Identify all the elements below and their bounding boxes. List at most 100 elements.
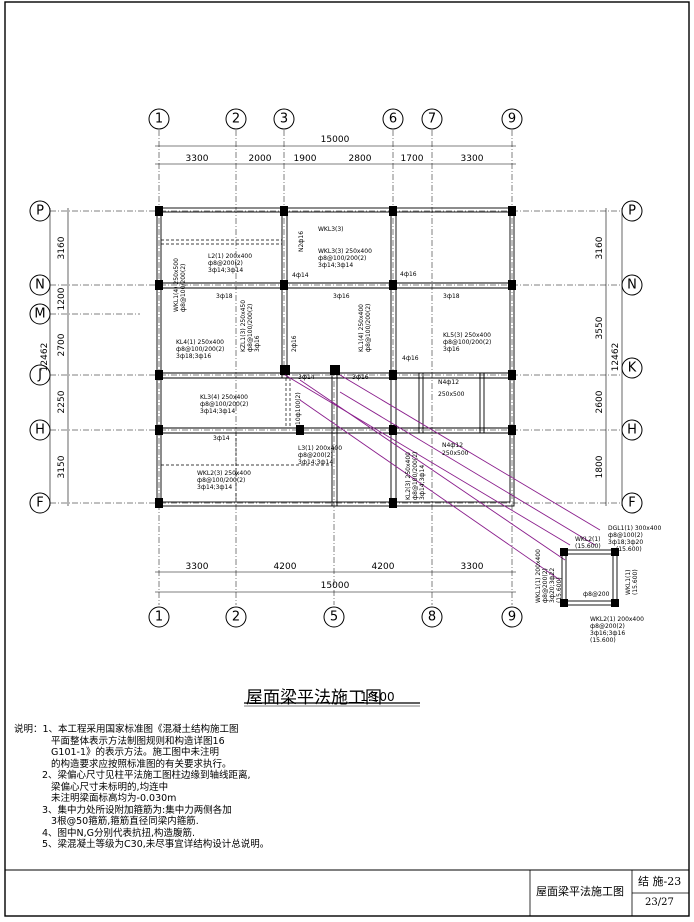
dim-bottom-seg: 3300: [461, 562, 484, 572]
note-line: 说明：1、本工程采用国家标准图《混凝土结构施工图: [14, 724, 239, 735]
dim-left-total: 12462: [40, 343, 50, 372]
drawing-scale: 1:100: [360, 690, 395, 704]
detail-label: WKL1(1) 200x400: [535, 549, 542, 603]
beam-label: 10ф100(2): [295, 392, 302, 425]
beam-label: N2ф16: [298, 231, 305, 252]
detail-label: WKL2(1) 200x400: [590, 616, 644, 623]
beam-label: 3ф14: [213, 435, 230, 442]
beam-label: 3ф14;3ф14: [318, 262, 353, 269]
detail-label: ф8@200(2): [542, 568, 549, 603]
beam-label: 3ф18: [216, 293, 233, 300]
beam-label: 4ф16: [400, 271, 417, 278]
beam-label: 3ф16: [254, 335, 261, 352]
axis-markers-right: P N K H F: [621, 200, 643, 514]
axis-left-N: N: [35, 278, 45, 293]
beam-label: 3ф14;3ф14: [197, 484, 232, 491]
note-line: 5、梁混凝土等级为C30,未尽事宜详结构设计总说明。: [42, 839, 270, 850]
beam-label: 3ф14: [298, 374, 315, 381]
beam-label: 3ф16: [352, 374, 369, 381]
beam-label: WKL2(3) 250x400: [197, 470, 251, 477]
axis-right-P: P: [628, 204, 636, 219]
axis-top-6: 9: [508, 112, 516, 127]
detail-label: (15.600): [575, 543, 601, 550]
dim-top-total: 15000: [321, 135, 350, 145]
dim-right-seg: 3550: [595, 316, 605, 339]
axis-bottom-4: 8: [428, 610, 436, 625]
detail-label: 3ф20;3ф22: [549, 568, 556, 603]
beam-label: 3ф16: [443, 346, 460, 353]
dim-right-seg: 3160: [595, 236, 605, 259]
title-block-code: 结 施-23: [638, 875, 682, 888]
note-line: 未注明梁面标高均为-0.030m: [42, 793, 177, 804]
axis-right-N: N: [627, 278, 637, 293]
axis-markers-top: 1 2 3 6 7 9: [148, 108, 523, 130]
beam-label: ф8@100/200(2): [200, 401, 248, 408]
dim-right-total: 12462: [611, 343, 621, 372]
note-line: 4、图中N,G分别代表抗扭,构造腹筋.: [42, 827, 196, 839]
beam-label: ф8@200(2): [298, 452, 333, 459]
axis-top-2: 2: [232, 112, 240, 127]
note-line: 2、梁偏心尺寸见柱平法施工图柱边缘到轴线距离,: [42, 770, 251, 781]
dim-left-seg: 2700: [57, 333, 67, 356]
beam-label: 3ф14;3ф14: [208, 267, 243, 274]
axis-top-5: 7: [428, 112, 436, 127]
beam-label: 3ф14;3ф14: [298, 459, 333, 466]
dim-left-seg: 1200: [57, 287, 67, 310]
axis-top-3: 3: [280, 112, 288, 127]
detail-label: (15.600): [556, 577, 563, 603]
beam-label: 250x500: [442, 450, 469, 457]
beam-label: 3ф18: [443, 293, 460, 300]
axis-bottom-2: 2: [232, 610, 240, 625]
axis-bottom-3: 5: [330, 610, 338, 625]
dim-top-seg: 3300: [186, 154, 209, 164]
dim-bottom-seg: 4200: [274, 562, 297, 572]
dim-bottom-total: 15000: [321, 581, 350, 591]
axis-right-K: K: [628, 361, 637, 376]
beam-label: ф8@100/200(2): [443, 339, 491, 346]
beam-label: ф8@100/200(2): [365, 304, 372, 352]
note-line: 3、集中力处所设附加箍筋为:集中力两侧各加: [42, 804, 232, 816]
beam-label: ф8@100/200(2): [180, 264, 187, 312]
beam-label: WKL1(4) 250x500: [173, 258, 180, 312]
detail-label: 3ф16;3ф16: [590, 630, 625, 637]
beam-label: WKL3(3) 250x400: [318, 248, 372, 255]
detail-labels: DGL1(1) 300x400 ф8@100(2) 3ф18;3ф20 (15.…: [535, 525, 661, 644]
beam-label: KL4(1) 250x400: [176, 339, 224, 346]
beam-label: N4ф12: [438, 379, 459, 386]
beam-label: L2(1) 200x400: [208, 253, 252, 260]
note-line: G101-1》的表示方法。施工图中未注明: [42, 747, 220, 758]
detail-section: [560, 548, 619, 607]
beam-label: 2ф16: [291, 335, 298, 352]
beam-label: ф8@100/200(2): [318, 255, 366, 262]
dim-top-seg: 2000: [249, 154, 272, 164]
beam-label: 3ф18;3ф16: [176, 353, 211, 360]
dim-left-seg: 3160: [57, 236, 67, 259]
dim-left-seg: 3150: [57, 455, 67, 478]
dim-top-seg: 1900: [294, 154, 317, 164]
axis-top-4: 6: [389, 112, 397, 127]
beam-label: 4ф14: [292, 272, 309, 279]
dim-top-seg: 3300: [461, 154, 484, 164]
axis-left-F: F: [36, 496, 43, 511]
beam-label: KZL1(3) 250x450: [240, 300, 247, 352]
beam-layout: [156, 207, 515, 507]
beam-label: 3ф14;3ф14: [200, 408, 235, 415]
beam-label: 3ф14;3ф14: [419, 465, 426, 500]
beam-label: ф8@100/200(2): [412, 452, 419, 500]
dim-right-seg: 1800: [595, 455, 605, 478]
dim-bottom-seg: 3300: [186, 562, 209, 572]
beam-label: KL3(4) 250x400: [200, 394, 248, 401]
right-dimensions: 3160 3550 2600 1800 12462: [595, 236, 621, 478]
axis-bottom-5: 9: [508, 610, 516, 625]
dimension-lines: [49, 145, 623, 593]
beam-labels: WKL3(3) WKL3(3) 250x400 ф8@100/200(2) 3ф…: [173, 226, 491, 500]
detail-label: WKL2(1): [575, 536, 601, 543]
note-line: 平面整体表示方法制图规则和构造详图16: [42, 735, 225, 747]
notes-section: 说明：1、本工程采用国家标准图《混凝土结构施工图 平面整体表示方法制图规则和构造…: [14, 724, 394, 851]
bottom-dimensions: 3300 4200 4200 3300 15000: [186, 562, 484, 591]
detail-label: (15.600): [590, 637, 616, 644]
dim-top-seg: 1700: [401, 154, 424, 164]
note-line: 的构造要求应按照标准图的有关要求执行。: [42, 758, 232, 770]
beam-label: WKL3(3): [318, 226, 344, 233]
